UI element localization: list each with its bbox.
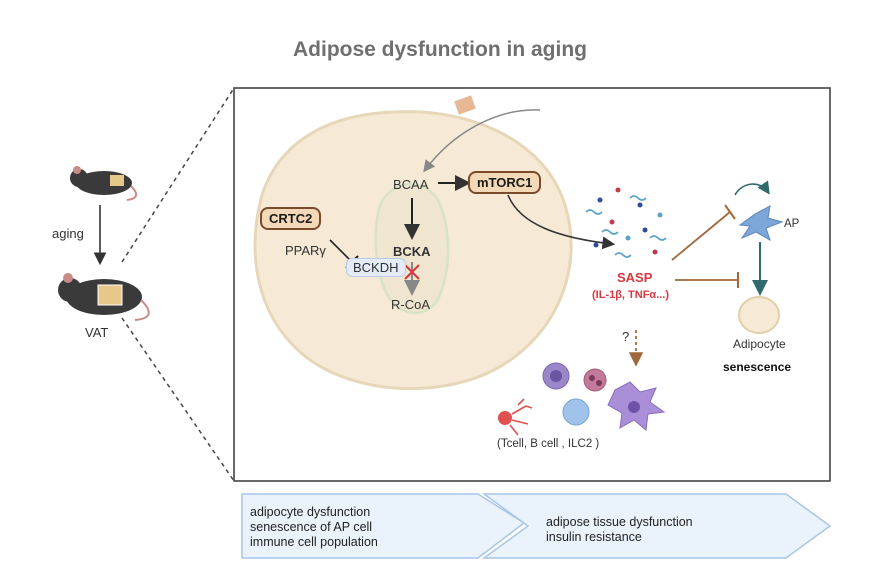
t-cell-icon xyxy=(498,398,533,436)
chevron-right-text: adipose tissue dysfunction insulin resis… xyxy=(546,515,693,545)
sasp-inhibit-ap-bar xyxy=(724,204,736,220)
sasp-particles-icon xyxy=(585,187,667,258)
senescence-label: senescence xyxy=(723,360,792,374)
zoom-line-top xyxy=(121,87,235,263)
bcka-label: BCKA xyxy=(393,244,431,259)
blocked-x-icon xyxy=(404,264,420,280)
mouse-young-icon xyxy=(70,166,138,201)
lymphocyte-icon xyxy=(562,398,590,426)
bcaa-label: BCAA xyxy=(393,177,429,192)
chevron-left-text: adipocyte dysfunction senescence of AP c… xyxy=(250,505,378,550)
aging-label: aging xyxy=(52,226,84,241)
zoom-line-bottom xyxy=(121,317,235,482)
mouse-aged-icon xyxy=(58,273,150,321)
adipocyte-label: Adipocyte xyxy=(733,337,786,351)
vat-label: VAT xyxy=(85,325,109,340)
import-arrow xyxy=(423,109,541,173)
chevron-left-shape xyxy=(241,493,526,559)
chevron-left-line-3: immune cell population xyxy=(250,535,378,549)
small-adipocyte-icon xyxy=(738,296,780,334)
diagram-title: Adipose dysfunction in aging xyxy=(293,38,587,61)
mtorc1-label: mTORC1 xyxy=(468,171,542,194)
chevron-left-line-2: senescence of AP cell xyxy=(250,520,373,534)
ap-cell-icon xyxy=(738,205,784,242)
mitochondrion xyxy=(374,182,450,315)
bckdh-label: BCKDH xyxy=(346,258,406,277)
immune-cells-icon xyxy=(498,362,666,436)
mtorc1-to-sasp-arrow xyxy=(507,194,616,250)
chevron-right-shape xyxy=(481,493,832,559)
rcoa-label: R-CoA xyxy=(391,297,431,312)
transporter-icon xyxy=(454,95,476,115)
crtc2-label: CRTC2 xyxy=(260,207,322,230)
sasp-inhibit-ap-line xyxy=(671,211,731,261)
chevron-left-line-1: adipocyte dysfunction xyxy=(250,505,371,519)
granulocyte-icon xyxy=(583,368,607,392)
ap-self-renew-arrow xyxy=(734,180,770,196)
sasp-detail: (IL-1β, TNFα...) xyxy=(592,289,670,301)
sasp-label: SASP xyxy=(617,270,653,285)
immune-label: (Tcell, B cell , ILC2 ) xyxy=(497,438,600,450)
ap-label: AP xyxy=(784,218,800,230)
chevron-right-line-1: adipose tissue dysfunction xyxy=(546,515,693,529)
ppar-label: PPARγ xyxy=(285,243,326,258)
question-mark: ? xyxy=(622,329,630,344)
chevron-right-line-2: insulin resistance xyxy=(546,530,642,544)
